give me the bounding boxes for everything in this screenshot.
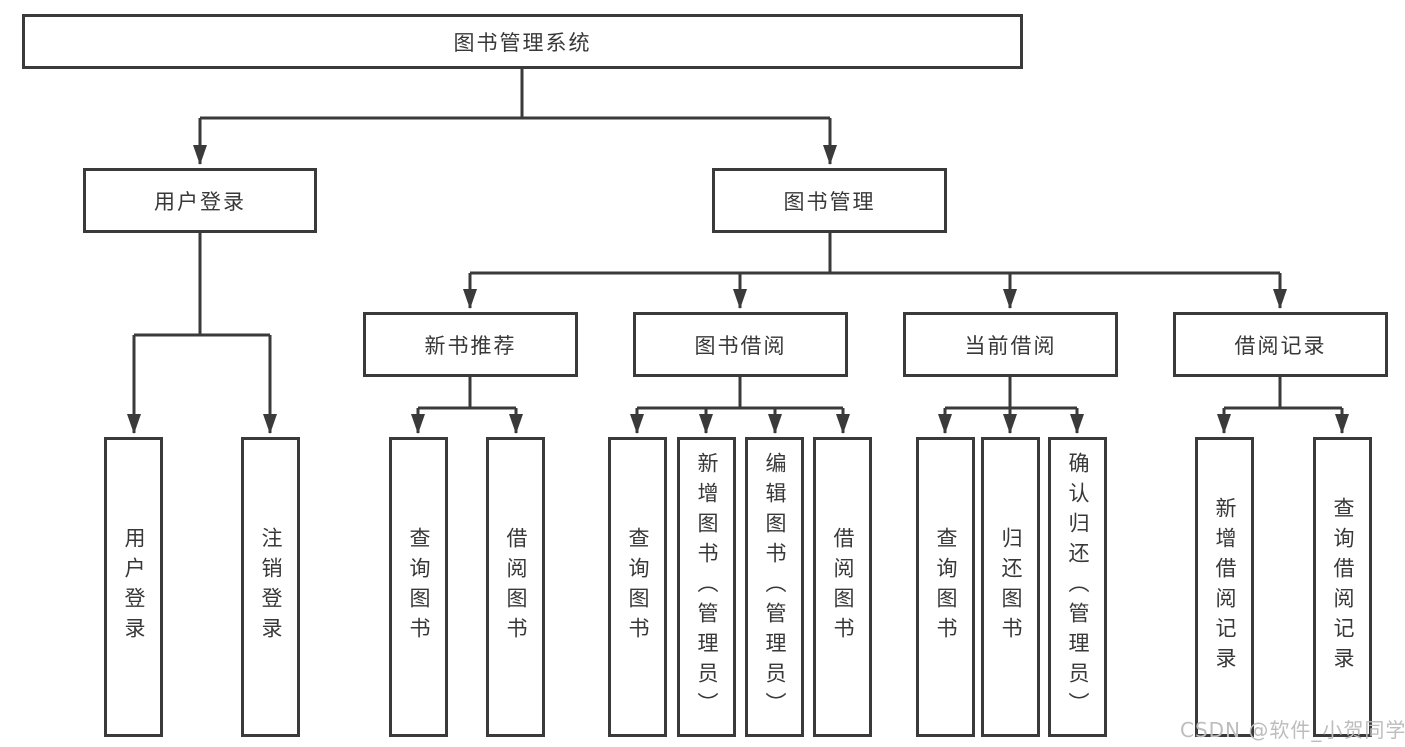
leaf-edit-books-admin-label: 编辑图书（管理员） [763,452,787,722]
node-book-management: 图书管理 [712,168,947,233]
leaf-query-borrow-record: 查询借阅记录 [1313,437,1372,737]
leaf-user-login-label: 用户登录 [122,527,146,647]
leaf-add-borrow-record: 新增借阅记录 [1195,437,1254,737]
leaf-query-books-borrow-label: 查询图书 [626,527,650,647]
leaf-query-borrow-record-label: 查询借阅记录 [1331,497,1355,677]
node-borrow-records: 借阅记录 [1173,312,1388,377]
leaf-query-books-recommend: 查询图书 [389,437,448,737]
node-user-login: 用户登录 [83,168,317,233]
node-root-label: 图书管理系统 [453,30,592,55]
leaf-query-books-recommend-label: 查询图书 [407,527,431,647]
leaf-confirm-return-admin-label: 确认归还（管理员） [1066,452,1090,722]
node-new-book-recommend: 新书推荐 [363,312,578,377]
leaf-add-borrow-record-label: 新增借阅记录 [1213,497,1237,677]
leaf-borrow-books-recommend: 借阅图书 [486,437,545,737]
leaf-borrow-books-recommend-label: 借阅图书 [504,527,528,647]
node-current-borrow: 当前借阅 [903,312,1118,377]
leaf-logout-label: 注销登录 [259,527,283,647]
node-new-book-recommend-label: 新书推荐 [424,333,517,358]
leaf-return-books-label: 归还图书 [999,527,1023,647]
leaf-add-books-admin: 新增图书（管理员） [677,437,736,737]
leaf-return-books: 归还图书 [981,437,1040,737]
node-book-borrow: 图书借阅 [633,312,848,377]
node-root: 图书管理系统 [22,14,1023,69]
node-user-login-label: 用户登录 [154,189,246,214]
leaf-user-login: 用户登录 [104,437,163,737]
csdn-watermark: CSDN @软件_小贺同学 [1180,718,1405,742]
leaf-add-books-admin-label: 新增图书（管理员） [695,452,719,722]
leaf-query-books-borrow: 查询图书 [608,437,667,737]
node-current-borrow-label: 当前借阅 [964,333,1057,358]
node-book-management-label: 图书管理 [783,189,876,214]
leaf-query-books-current-label: 查询图书 [934,527,958,647]
leaf-borrow-books: 借阅图书 [813,437,872,737]
node-book-borrow-label: 图书借阅 [694,333,787,358]
leaf-logout: 注销登录 [241,437,300,737]
leaf-query-books-current: 查询图书 [916,437,975,737]
leaf-borrow-books-label: 借阅图书 [831,527,855,647]
node-borrow-records-label: 借阅记录 [1234,333,1327,358]
leaf-edit-books-admin: 编辑图书（管理员） [745,437,804,737]
leaf-confirm-return-admin: 确认归还（管理员） [1048,437,1107,737]
